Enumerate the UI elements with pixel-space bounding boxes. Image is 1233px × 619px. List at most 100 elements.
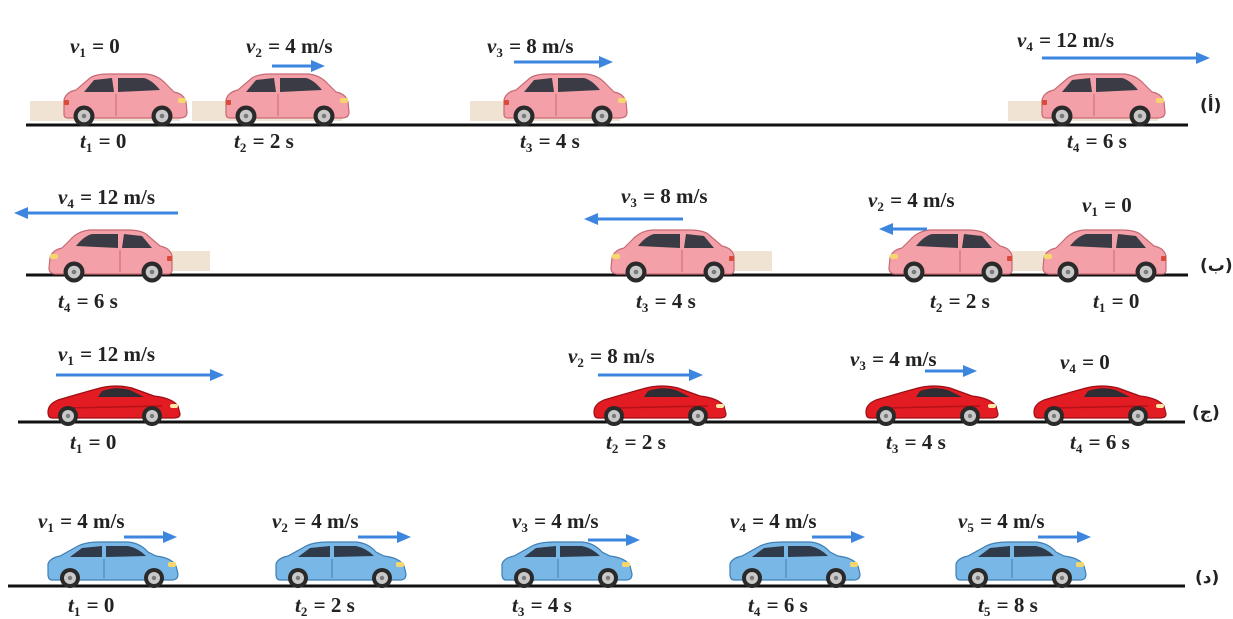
car-icon-3-3 [865, 385, 999, 426]
time-label-2-2-symbol: t [636, 289, 642, 313]
time-label-3-1-subscript: 1 [75, 441, 83, 456]
time-label-3-4-subscript: 4 [1075, 441, 1083, 456]
velocity-label-4-3-symbol: v [512, 509, 522, 533]
velocity-label-4-4-symbol: v [730, 509, 740, 533]
time-label-1-3-subscript: 3 [525, 140, 533, 155]
car-icon-4-4 [729, 541, 861, 588]
velocity-label-4-1-subscript: 1 [47, 520, 54, 535]
velocity-label-2-2-value: 8 m/s [660, 184, 708, 208]
velocity-label-2-1-symbol: v [58, 185, 68, 209]
velocity-label-1-2-value: 4 m/s [285, 34, 333, 58]
velocity-label-2-4-subscript: 1 [1091, 204, 1098, 219]
car-icon-3-2 [593, 385, 727, 426]
time-label-1-4: t4 = 6 s [1067, 129, 1127, 155]
time-label-4-1-value: 0 [103, 593, 115, 617]
velocity-label-3-2-value: 8 m/s [607, 344, 655, 368]
time-label-2-3-symbol: t [930, 289, 936, 313]
velocity-label-2-4-symbol: v [1082, 193, 1092, 217]
time-label-3-1: t1 = 0 [70, 430, 117, 456]
velocity-label-4-2-subscript: 2 [281, 520, 288, 535]
time-label-3-1-value: 0 [105, 430, 117, 454]
velocity-label-3-4-symbol: v [1060, 350, 1070, 374]
time-label-2-2-equals: = [649, 289, 672, 313]
velocity-label-1-2-equals: = [262, 34, 286, 58]
velocity-label-3-3-symbol: v [850, 347, 860, 371]
time-label-4-3-value: 4 s [547, 593, 572, 617]
velocity-label-4-1-equals: = [54, 509, 78, 533]
velocity-label-3-2-subscript: 2 [577, 355, 584, 370]
time-label-4-1-symbol: t [68, 593, 74, 617]
time-label-2-4-value: 0 [1128, 289, 1140, 313]
time-label-1-3-symbol: t [520, 129, 526, 153]
velocity-label-3-4-value: 0 [1099, 350, 1110, 374]
velocity-label-2-1-subscript: 4 [67, 196, 74, 211]
velocity-arrow-2-1 [14, 207, 178, 219]
velocity-label-3-1: v1 = 12 m/s [58, 344, 155, 368]
velocity-label-4-3-subscript: 3 [521, 520, 528, 535]
time-label-4-2-equals: = [308, 593, 331, 617]
velocity-label-3-2: v2 = 8 m/s [568, 344, 655, 370]
time-label-2-4-subscript: 1 [1098, 300, 1106, 315]
time-label-3-4: t4 = 6 s [1070, 432, 1130, 456]
velocity-label-1-4-equals: = [1033, 28, 1057, 52]
velocity-label-2-3-value: 4 m/s [907, 188, 955, 212]
velocity-label-1-2: v2 = 4 m/s [246, 34, 333, 60]
velocity-arrow-2-3 [879, 223, 927, 235]
velocity-label-3-3-value: 4 m/s [889, 347, 937, 371]
time-label-3-3-symbol: t [886, 430, 892, 454]
velocity-label-2-4-equals: = [1098, 193, 1122, 217]
car-icon-4-5 [955, 541, 1087, 588]
time-label-3-3-value: 4 s [921, 430, 946, 454]
velocity-label-4-5: v5 = 4 m/s [958, 511, 1045, 535]
velocity-label-2-2: v3 = 8 m/s [621, 184, 708, 210]
row-label-2: (ب) [1200, 256, 1233, 276]
time-label-4-1-subscript: 1 [73, 604, 81, 619]
time-label-4-3-subscript: 3 [517, 604, 525, 619]
time-label-4-5-subscript: 5 [983, 604, 991, 619]
time-label-2-2-value: 4 s [671, 289, 696, 313]
time-label-4-3: t3 = 4 s [512, 593, 572, 619]
velocity-arrow-3-1 [56, 369, 224, 381]
time-label-2-4-symbol: t [1093, 289, 1099, 313]
velocity-label-4-1-value: 4 m/s [77, 509, 125, 533]
velocity-label-1-1-value: 0 [109, 34, 120, 58]
time-label-1-1-subscript: 1 [85, 140, 93, 155]
velocity-label-1-4-symbol: v [1017, 28, 1027, 52]
row-label-4: (د) [1195, 568, 1220, 588]
car-icon-4-2 [275, 541, 407, 588]
velocity-arrow-3-2 [598, 369, 703, 381]
velocity-label-3-1-subscript: 1 [67, 353, 74, 368]
time-label-2-3-subscript: 2 [935, 300, 943, 315]
row-label-3: (ج) [1192, 403, 1220, 423]
velocity-arrow-1-2 [272, 60, 325, 72]
time-label-1-2: t2 = 2 s [234, 131, 294, 155]
car-icon-1-4 [1041, 73, 1166, 127]
time-label-4-2-value: 2 s [330, 593, 355, 617]
time-label-4-4: t4 = 6 s [748, 595, 808, 619]
time-label-1-4-value: 6 s [1102, 129, 1127, 153]
time-label-3-3-subscript: 3 [891, 441, 899, 456]
velocity-label-4-4: v4 = 4 m/s [730, 509, 817, 535]
time-label-4-2-symbol: t [295, 593, 301, 617]
velocity-arrow-4-2 [358, 531, 411, 543]
time-label-4-3-symbol: t [512, 593, 518, 617]
velocity-label-2-3-equals: = [884, 188, 908, 212]
car-icon-1-1 [63, 73, 188, 127]
velocity-label-4-2-value: 4 m/s [311, 509, 359, 533]
time-label-4-5-value: 8 s [1013, 593, 1038, 617]
velocity-label-1-1-equals: = [86, 34, 110, 58]
time-label-2-1: t4 = 6 s [58, 291, 118, 315]
velocity-label-2-3: v2 = 4 m/s [868, 188, 955, 214]
time-label-4-1: t1 = 0 [68, 593, 115, 619]
time-label-1-1-symbol: t [80, 129, 86, 153]
velocity-label-2-2-symbol: v [621, 184, 631, 208]
velocity-label-1-3-equals: = [503, 34, 527, 58]
velocity-label-4-5-subscript: 5 [967, 520, 974, 535]
time-label-2-2-subscript: 3 [641, 300, 649, 315]
row-label-1: (أ) [1200, 96, 1222, 116]
time-label-3-2-value: 2 s [641, 430, 666, 454]
velocity-label-4-3-value: 4 m/s [551, 509, 599, 533]
velocity-arrow-4-5 [1038, 531, 1091, 543]
